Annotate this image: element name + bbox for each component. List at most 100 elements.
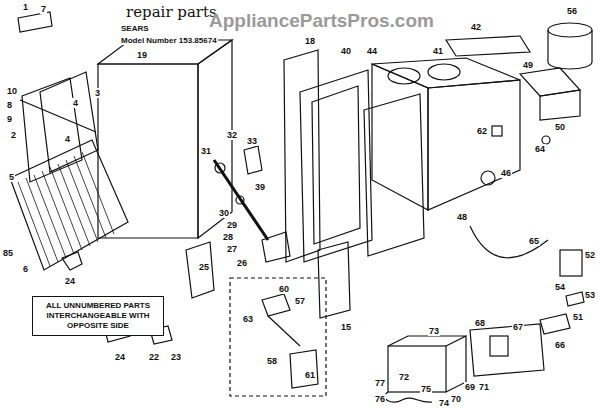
sensing-bulb <box>268 316 300 346</box>
callout-number: 27 <box>226 244 238 254</box>
plate-61 <box>290 350 318 388</box>
switch-67 <box>490 336 508 356</box>
callout-number: 33 <box>246 136 258 146</box>
watermark: AppliancePartsPros.com <box>208 10 435 31</box>
callout-number: 24 <box>114 352 126 362</box>
callout-number: 4 <box>64 134 71 144</box>
callout-number: 63 <box>242 314 254 324</box>
frame-40 <box>300 70 372 262</box>
callout-number: 49 <box>522 60 534 70</box>
callout-number: 9 <box>6 114 13 124</box>
note-box: ALL UNNUMBERED PARTS INTERCHANGEABLE WIT… <box>32 296 164 336</box>
duct-15 <box>318 242 350 318</box>
callout-number: 8 <box>6 100 13 110</box>
chassis-base <box>428 80 520 210</box>
callout-number: 2 <box>10 130 17 140</box>
bracket-51 <box>540 314 570 334</box>
chassis <box>372 36 530 210</box>
callout-number: 46 <box>500 168 512 178</box>
callout-number: 57 <box>294 296 306 306</box>
callout-number: 3 <box>94 88 101 98</box>
callout-number: 72 <box>398 372 410 382</box>
callout-number: 68 <box>474 318 486 328</box>
callout-number: 60 <box>278 284 290 294</box>
relay-52 <box>560 250 582 276</box>
page-title: repair parts <box>126 4 217 20</box>
blower-hole <box>388 68 420 84</box>
callout-number: 85 <box>2 248 14 258</box>
capacitor-53 <box>566 292 584 306</box>
shroud-42 <box>446 36 530 56</box>
frame-inner <box>312 86 360 244</box>
callout-number: 70 <box>450 394 462 404</box>
panel-66 <box>470 324 544 376</box>
callout-number: 39 <box>254 182 266 192</box>
compressor-shell <box>548 30 592 69</box>
grommet-46 <box>481 171 495 185</box>
callout-number: 69 <box>464 382 476 392</box>
callout-number: 77 <box>374 378 386 388</box>
callout-number: 40 <box>340 46 352 56</box>
callout-number: 76 <box>374 394 386 404</box>
callout-number: 26 <box>236 258 248 268</box>
grille-louvers <box>18 152 114 266</box>
control-shaft <box>214 146 290 262</box>
blower-hole <box>428 64 460 80</box>
callout-number: 22 <box>148 352 160 362</box>
mount-50 <box>540 90 580 120</box>
callout-number: 56 <box>566 6 578 16</box>
callout-number: 74 <box>438 398 450 408</box>
callout-number: 4 <box>72 98 79 108</box>
front-panel <box>22 78 82 182</box>
callout-number: 61 <box>304 370 316 380</box>
washer <box>236 196 244 204</box>
callout-number: 51 <box>572 312 584 322</box>
callout-number: 44 <box>366 46 378 56</box>
callout-number: 29 <box>226 220 238 230</box>
frames <box>284 50 424 318</box>
callout-number: 1 <box>22 2 29 12</box>
callout-number: 31 <box>200 146 212 156</box>
header-text: SEARS <box>120 24 150 33</box>
callout-number: 32 <box>226 130 238 140</box>
callout-number: 41 <box>432 46 444 56</box>
header-text: Model Number 153.85674 <box>120 36 218 45</box>
callout-number: 67 <box>512 322 524 332</box>
chassis-side <box>364 94 424 256</box>
front-frame <box>40 72 98 172</box>
cabinet-front <box>98 64 198 238</box>
callout-number: 52 <box>584 250 596 260</box>
bracket <box>186 242 214 298</box>
callout-number: 48 <box>456 212 468 222</box>
trim-strip <box>18 12 52 32</box>
callout-number: 23 <box>170 352 182 362</box>
callout-number: 28 <box>222 232 234 242</box>
shaft <box>214 160 268 240</box>
callout-number: 7 <box>40 4 47 14</box>
callout-number: 6 <box>22 264 29 274</box>
thermostat <box>262 294 290 316</box>
callout-number: 66 <box>554 340 566 350</box>
nut <box>542 136 550 144</box>
callout-number: 42 <box>470 22 482 32</box>
callout-number: 18 <box>304 36 316 46</box>
compressor <box>492 23 592 144</box>
detail-inset <box>230 278 326 396</box>
switch-bracket <box>244 146 290 262</box>
control-box-73 <box>388 346 446 392</box>
callout-number: 53 <box>584 290 596 300</box>
rod <box>20 100 96 132</box>
callout-number: 19 <box>136 50 148 60</box>
callout-number: 65 <box>528 236 540 246</box>
callout-number: 5 <box>8 172 15 182</box>
callout-number: 10 <box>6 86 18 96</box>
callout-number: 62 <box>476 126 488 136</box>
note-text: ALL UNNUMBERED PARTS INTERCHANGEABLE WIT… <box>38 301 158 331</box>
plate-62 <box>492 126 502 136</box>
callout-number: 54 <box>554 282 566 292</box>
callout-number: 58 <box>266 356 278 366</box>
callout-number: 71 <box>478 382 490 392</box>
callout-number: 25 <box>198 262 210 272</box>
callout-number: 24 <box>64 276 76 286</box>
